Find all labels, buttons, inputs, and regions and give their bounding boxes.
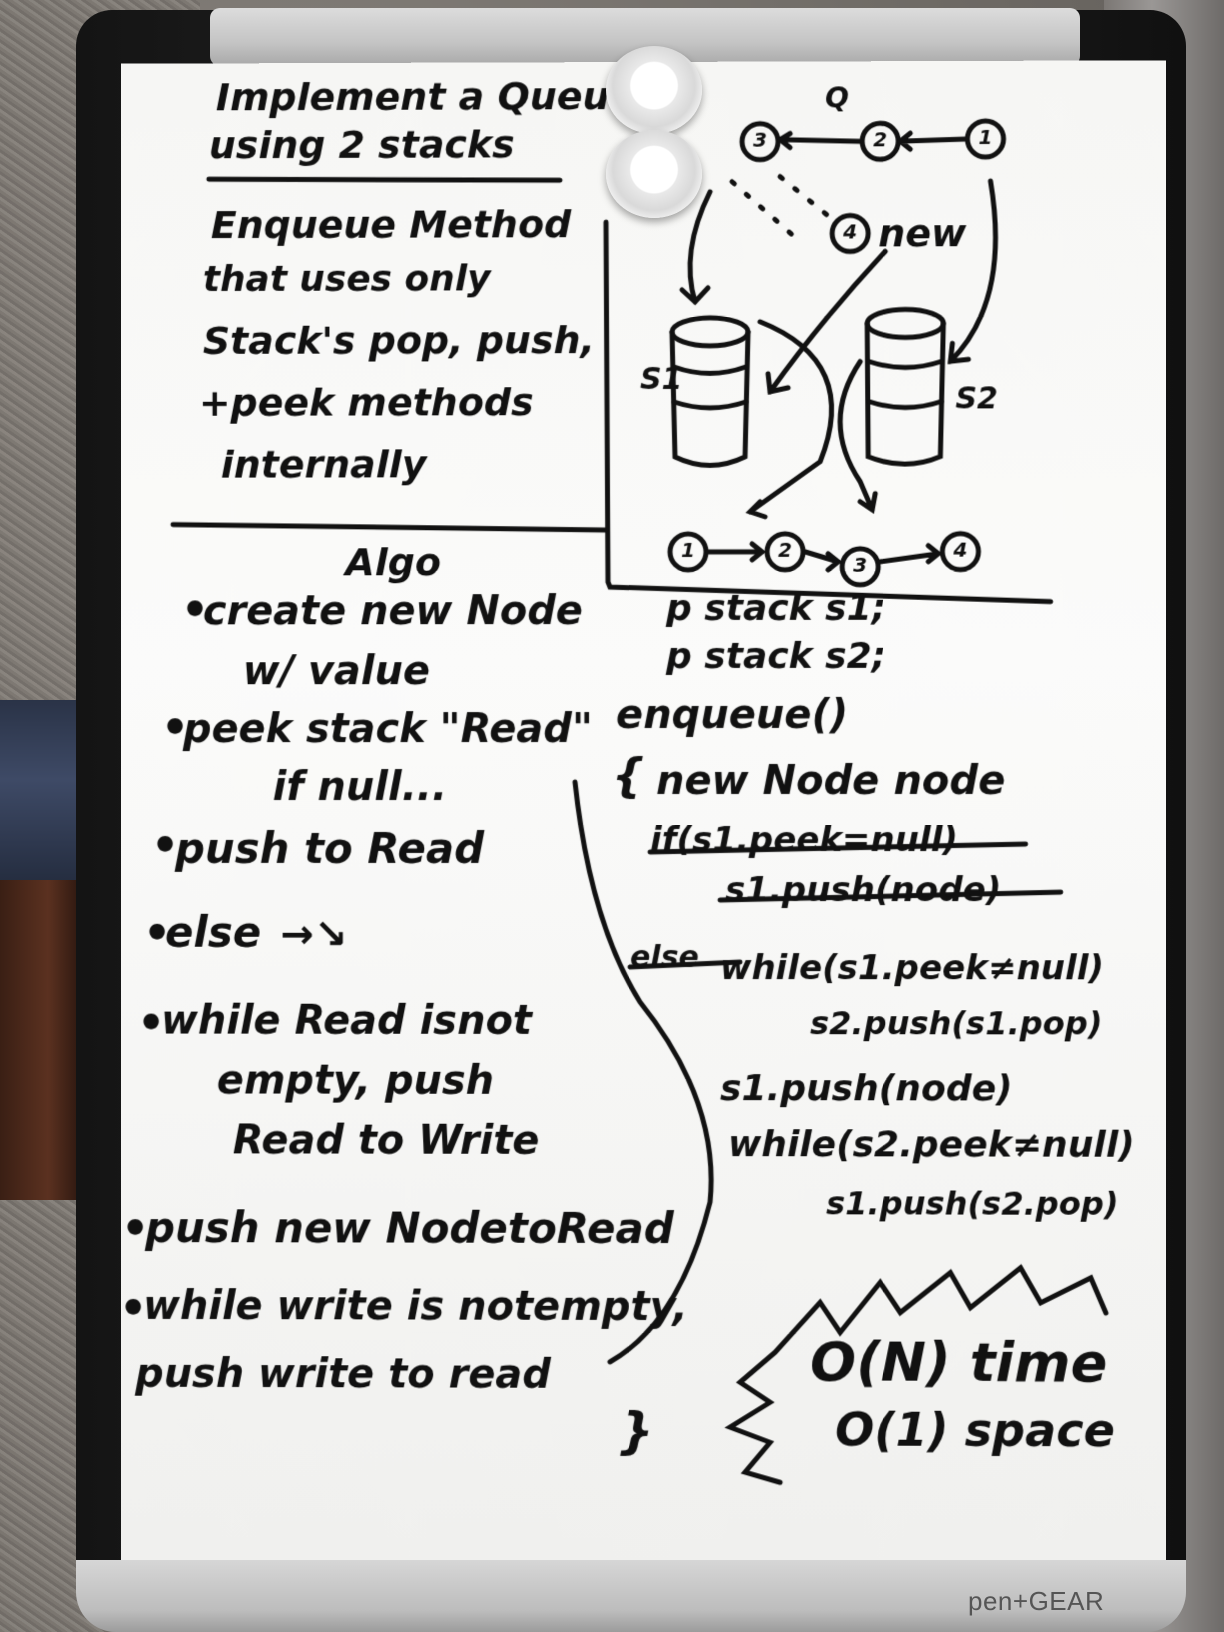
code-line: s1.push(s2.pop) bbox=[826, 1184, 1119, 1223]
result-arrow bbox=[802, 548, 842, 572]
result-arrow bbox=[880, 546, 938, 562]
queue-node-label: 3 bbox=[753, 127, 767, 152]
description-line: +peek methods bbox=[198, 380, 534, 425]
space-complexity: O(1) space bbox=[835, 1402, 1115, 1458]
dotted-path bbox=[729, 179, 803, 244]
stack-s2-body bbox=[867, 323, 943, 464]
time-complexity: O(N) time bbox=[810, 1330, 1108, 1395]
code-line: s1.push(node) bbox=[720, 1068, 1013, 1110]
ink-drawings bbox=[121, 60, 1166, 1563]
code-line: while(s1.peek≠null) bbox=[720, 948, 1105, 989]
title-line: Implement a Queue bbox=[215, 74, 636, 120]
algo-line: push write to read bbox=[135, 1350, 551, 1398]
code-line: p stack s2; bbox=[666, 635, 887, 677]
arrow-to-s2 bbox=[950, 181, 995, 361]
arrow-new-to-s1 bbox=[765, 248, 887, 395]
result-node-label: 4 bbox=[953, 537, 968, 562]
algo-line: else bbox=[165, 907, 262, 957]
result-arrow bbox=[705, 541, 766, 563]
description-line: Enqueue Method bbox=[210, 202, 572, 248]
queue-node-label: 1 bbox=[978, 124, 993, 150]
algo-line: push new NodetoRead bbox=[145, 1203, 674, 1254]
description-line: that uses only bbox=[202, 258, 491, 300]
code-line: s2.push(s1.pop) bbox=[810, 1004, 1103, 1043]
code-line: { bbox=[612, 747, 645, 803]
title-underline bbox=[206, 177, 563, 183]
algo-line: if null... bbox=[272, 764, 448, 811]
arrow-s2-to-result bbox=[836, 358, 877, 514]
algo-line: peek stack "Read" bbox=[182, 706, 593, 753]
arrow-s1-to-result bbox=[745, 319, 834, 520]
new-node-label: 4 bbox=[843, 219, 858, 244]
magnet bbox=[606, 46, 702, 134]
result-node-circle bbox=[764, 530, 806, 572]
code-line: p stack s1; bbox=[666, 587, 887, 629]
strikethrough bbox=[627, 959, 743, 970]
algo-line: while write is notempty, bbox=[143, 1282, 688, 1331]
algo-line: push to Read bbox=[174, 823, 485, 873]
arrow-to-s1 bbox=[679, 189, 713, 306]
description-line: Stack's pop, push, bbox=[202, 318, 596, 363]
new-label: new bbox=[878, 211, 967, 256]
description-line: internally bbox=[220, 442, 427, 487]
algo-line: w/ value bbox=[242, 648, 431, 695]
algo-line: empty, push bbox=[216, 1057, 495, 1104]
queue-arrow bbox=[775, 130, 862, 150]
brand-label: pen+GEAR bbox=[968, 1586, 1105, 1616]
stack-s2-rings bbox=[869, 361, 941, 407]
horizontal-divider bbox=[173, 524, 606, 531]
queue-label: Q bbox=[825, 81, 849, 115]
stack-s1-rings bbox=[671, 364, 749, 411]
queue-arrow bbox=[900, 133, 965, 149]
result-node-label: 2 bbox=[778, 537, 793, 562]
result-node-label: 3 bbox=[853, 552, 868, 577]
queue-node-label: 2 bbox=[873, 127, 888, 152]
stack-s1-body bbox=[669, 329, 751, 468]
whiteboard-surface: 3 2 1 Q 4 new S1 S2 1 2 3 4 Implement a … bbox=[121, 60, 1167, 1564]
code-line-struck: else bbox=[630, 939, 699, 976]
stack-s2-label: S2 bbox=[955, 381, 999, 417]
queue-node-circle bbox=[739, 121, 781, 163]
wooden-object bbox=[0, 880, 80, 1200]
result-node-label: 1 bbox=[681, 537, 695, 562]
stack-s1-label: S1 bbox=[640, 361, 683, 398]
code-line: new Node node bbox=[656, 757, 1006, 804]
whiteboard-bottom-rail bbox=[76, 1560, 1186, 1632]
dotted-path bbox=[777, 174, 837, 224]
algo-line: create new Node bbox=[202, 588, 583, 635]
code-line-struck: if(s1.peek=null) bbox=[649, 820, 959, 861]
new-node-circle bbox=[828, 212, 870, 254]
code-line-struck: s1.push(node) bbox=[725, 870, 1002, 911]
algo-heading: Algo bbox=[345, 540, 441, 585]
code-line: enqueue() bbox=[616, 691, 849, 739]
stack-s1-top bbox=[669, 315, 751, 349]
title-line: using 2 stacks bbox=[208, 122, 515, 168]
result-node-circle bbox=[838, 545, 880, 587]
algo-line: Read to Write bbox=[232, 1117, 540, 1164]
stack-s2-top bbox=[867, 309, 943, 337]
arrow-glyph: →↘ bbox=[280, 911, 348, 958]
separator-curve bbox=[572, 779, 714, 1365]
code-line: while(s2.peek≠null) bbox=[728, 1124, 1135, 1166]
code-line: } bbox=[618, 1401, 654, 1461]
algo-line: while Read isnot bbox=[161, 997, 533, 1044]
magnet bbox=[606, 130, 702, 218]
